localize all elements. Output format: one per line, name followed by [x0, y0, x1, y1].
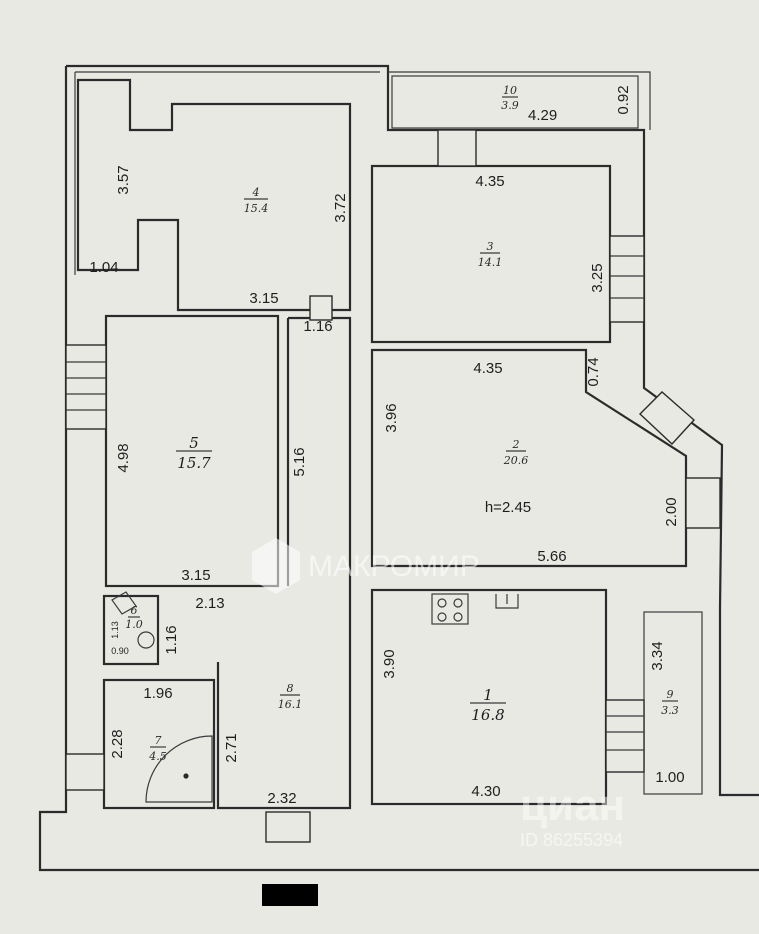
- dim-r5-bottom: 3.15: [181, 567, 210, 584]
- room-9-area: 3.3: [661, 704, 679, 717]
- room-8-number: 8: [287, 682, 294, 695]
- room-labels: 10 3.9 3 14.1 4 15.4 5 15.7 2 20.6 h=2.4…: [125, 84, 679, 763]
- dim-r4-right: 3.72: [332, 193, 349, 222]
- room-1-number: 1: [483, 686, 493, 704]
- listing-id-watermark: ID 86255394: [520, 830, 623, 850]
- dim-r6-w: 2.13: [195, 595, 224, 612]
- room-5-area: 15.7: [177, 454, 211, 472]
- room-7-door-swing: [145, 735, 213, 803]
- brand-watermark: МАКРОМИР: [252, 538, 480, 594]
- room-7-door-knob: [183, 773, 189, 779]
- room-6-outline: [102, 594, 160, 666]
- dim-r7-top: 1.96: [143, 685, 172, 702]
- room-2-outline: [370, 348, 688, 568]
- dim-r3-side: 3.25: [589, 263, 606, 292]
- stove-burner-1: [437, 598, 447, 608]
- dim-r2-left: 3.96: [383, 403, 400, 432]
- brand-text: МАКРОМИР: [308, 550, 480, 583]
- dim-r9-w: 1.00: [655, 769, 684, 786]
- dim-r4-niche: 1.04: [89, 259, 118, 276]
- room-6-fixture: [111, 591, 137, 615]
- dim-r4-bottom: 3.15: [249, 290, 278, 307]
- dimension-labels: 4.29 0.92 4.35 3.25 3.57 3.72 3.15 1.04 …: [89, 85, 684, 807]
- room-2-number: 2: [512, 438, 520, 451]
- room-1-area: 16.8: [471, 706, 504, 724]
- dim-r7-left: 2.28: [109, 729, 126, 758]
- outer-walls: [38, 64, 759, 872]
- redaction-block: [262, 884, 318, 906]
- dim-r2-right: 2.00: [663, 497, 680, 526]
- room-3-area: 14.1: [478, 256, 503, 269]
- room-2-height: h=2.45: [485, 499, 531, 516]
- dim-hall-top: 1.16: [303, 318, 332, 335]
- stove-burner-3: [437, 612, 447, 622]
- room-6-number: 6: [131, 604, 138, 617]
- room-9-outline: [643, 611, 703, 795]
- room-2-area: 20.6: [503, 454, 529, 467]
- dim-r8-bottom: 2.32: [267, 790, 296, 807]
- dim-r6-c: 1.16: [163, 625, 180, 654]
- dim-r6-a: 1.13: [110, 621, 120, 639]
- room-10-outline: [391, 75, 639, 129]
- dim-r1-left: 3.90: [381, 649, 398, 678]
- room-4-area: 15.4: [244, 202, 269, 215]
- dim-r10-len: 4.29: [528, 107, 557, 124]
- dim-r2-corner: 0.74: [585, 357, 602, 386]
- room-1-outline: [370, 588, 608, 806]
- dim-r6-b: 0.90: [111, 646, 129, 656]
- room-3-number: 3: [487, 240, 494, 253]
- dim-r2-bottom: 5.66: [537, 548, 566, 565]
- stove-burner-2: [453, 598, 463, 608]
- brand-logo-icon: [252, 538, 300, 594]
- room-5-outline: [104, 314, 280, 588]
- dim-r3-top: 4.35: [475, 173, 504, 190]
- room-6-area: 1.0: [125, 618, 143, 631]
- dim-r5-left: 4.98: [115, 443, 132, 472]
- sink: [495, 594, 519, 609]
- dim-r5-right: 5.16: [291, 447, 308, 476]
- dim-r10-w: 0.92: [615, 85, 632, 114]
- site-watermark: циан: [520, 781, 625, 830]
- room-8-area: 16.1: [278, 698, 303, 711]
- room-5-number: 5: [189, 434, 199, 452]
- dim-r7-right: 2.71: [223, 733, 240, 762]
- dim-r9-len: 3.34: [649, 641, 666, 670]
- room-9-number: 9: [667, 688, 674, 701]
- room-4-number: 4: [252, 186, 260, 199]
- room-10-area: 3.9: [501, 99, 519, 112]
- dim-r4-left: 3.57: [115, 165, 132, 194]
- windows: [65, 129, 721, 843]
- dim-r1-bottom: 4.30: [471, 783, 500, 800]
- room-4-outline: [76, 78, 352, 312]
- room-6-toilet: [137, 631, 155, 649]
- stove: [431, 593, 469, 625]
- room-7-number: 7: [155, 734, 162, 747]
- room-7-area: 4.5: [148, 750, 167, 763]
- room-3-outline: [370, 164, 612, 344]
- dim-r2-top: 4.35: [473, 360, 502, 377]
- room-7-outline: [102, 678, 216, 810]
- stove-burner-4: [453, 612, 463, 622]
- room-10-number: 10: [503, 84, 517, 97]
